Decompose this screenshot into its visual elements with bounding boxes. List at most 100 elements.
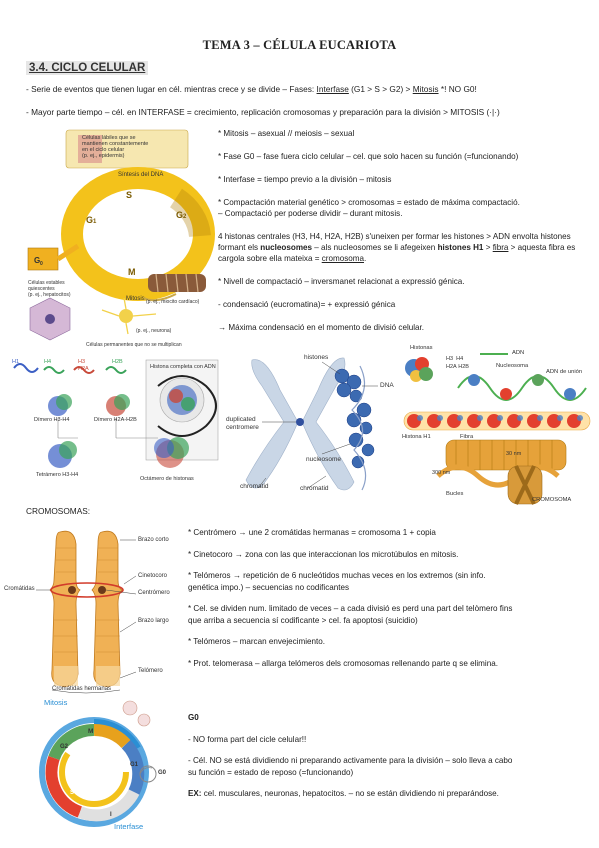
g0-example: EX: cel. musculares, neuronas, hepatocit… <box>188 789 499 798</box>
note-compactacion: * Compactación material genético > cromo… <box>218 198 520 207</box>
intro-text-post: *! NO G0! <box>438 84 477 94</box>
svg-text:(p. ej., hepatocitos): (p. ej., hepatocitos) <box>28 292 71 298</box>
label-fibra: Fibra <box>460 434 474 440</box>
intro-line-2: - Mayor parte tiempo – cél. en INTERFASE… <box>26 107 500 117</box>
svg-text:Mitosis: Mitosis <box>126 296 145 302</box>
note-nivel: * Nivell de compactació – inversmanet re… <box>218 277 465 286</box>
svg-text:(p. ej., neurona): (p. ej., neurona) <box>136 328 172 334</box>
label-chromatid-1: chromatid <box>240 483 269 490</box>
label-telomero: Telómero <box>138 668 163 674</box>
note-telomeros-1: * Telómeros → repetición de 6 nucleótido… <box>188 571 486 580</box>
label-g0-interfase: Interfase <box>114 822 144 831</box>
label-h2a: H2A <box>78 366 89 372</box>
label-g0-s: S <box>70 790 75 796</box>
svg-text:Células permanentes que no se: Células permanentes que no se multiplica… <box>86 342 182 348</box>
note-division-1: * Cel. se dividen num. limitado de veces… <box>188 604 513 613</box>
label-h4: H4 <box>44 359 52 365</box>
label-g0-g1: G1 <box>130 762 139 768</box>
intro-line-1: - Serie de eventos que tienen lugar en c… <box>26 84 477 94</box>
label-dimero-h3h4: Dímero H3-H4 <box>34 417 70 423</box>
label-h3-h4: H3 H4 <box>446 356 464 362</box>
label-brazo-corto: Brazo corto <box>138 537 169 543</box>
svg-text:G2: G2 <box>176 210 187 220</box>
svg-text:(p. ej., miocito cardíaco): (p. ej., miocito cardíaco) <box>146 299 200 305</box>
mitosis-term: Mitosis <box>412 84 439 94</box>
cromosomas-heading: CROMOSOMAS: <box>26 506 91 516</box>
label-histona-completa: Histona completa con ADN <box>150 364 216 370</box>
g0-heading: G0 <box>188 713 199 722</box>
g0-section: G0 - NO forma part del cicle celular!! -… <box>188 712 594 806</box>
note-interfase: * Interfase = tiempo previo a la divisió… <box>218 175 392 184</box>
label-h1: H1 <box>12 359 20 365</box>
label-g0-g2: G2 <box>60 744 69 750</box>
label-chromatid-2: chromatid <box>300 485 329 492</box>
note-division-2: que arriba a secuencia sí codificante > … <box>188 615 418 625</box>
svg-text:G: G <box>34 256 40 265</box>
note-g0: * Fase G0 – fase fuera ciclo celular – c… <box>218 152 519 161</box>
label-300nm: 300 nm <box>432 470 451 476</box>
svg-text:quiescentes: quiescentes <box>28 286 55 292</box>
note-envejecimiento: * Telómeros – marcan envejecimiento. <box>188 637 326 646</box>
page-title: TEMA 3 – CÉLULA EUCARIOTA <box>202 38 397 52</box>
note-telomeros-2: genética impo.) – secuencias no codifica… <box>188 582 350 592</box>
note-compactacion-2: – Compactació per poderse dividir – dura… <box>218 209 403 218</box>
label-h2b: H2B <box>112 359 123 365</box>
label-dimero-h2a-h2b: Dímero H2A-H2B <box>94 417 137 423</box>
svg-text:Células estables: Células estables <box>28 280 65 286</box>
label-duplicated: duplicated <box>226 416 256 423</box>
label-g0-i: I <box>110 812 112 818</box>
nucleosome-figure <box>403 353 591 505</box>
note-mitosis: * Mitosis – asexual // meiosis – sexual <box>218 129 355 138</box>
note-telomerasa: * Prot. telomerasa – allarga telómeros d… <box>188 658 498 668</box>
label-cinetocoro: Cinetocoro <box>138 573 168 579</box>
intro-text: - Serie de eventos que tienen lugar en c… <box>26 84 317 94</box>
label-cromatidas-hermanas: Cromátidas hermanas <box>52 686 112 692</box>
label-brazo-largo: Brazo largo <box>138 618 169 624</box>
g0-line-3: su función = estado de reposo (=funciona… <box>188 767 354 777</box>
svg-text:0: 0 <box>40 261 43 267</box>
note-centromero: * Centrómero → une 2 cromátidas hermanas… <box>188 528 436 537</box>
g0-line-2: - Cél. NO se está dividiendo ni preparan… <box>188 756 513 765</box>
label-bucles: Bucles <box>446 491 464 497</box>
note-maxima: → Máxima condensació en el momento de di… <box>218 323 425 332</box>
interfase-term: Interfase <box>316 84 349 94</box>
section-heading: 3.4. CICLO CELULAR <box>26 61 149 75</box>
cell-cycle-figure: Síntesis del DNA S G2 G1 M Mitosis G 0 C… <box>27 129 215 348</box>
svg-text:Síntesis del DNA: Síntesis del DNA <box>118 172 163 178</box>
label-octamero: Octámero de histonas <box>140 476 194 482</box>
note-cinetocoro: * Cinetocoro → zona con las que interacc… <box>188 549 459 559</box>
label-h3: H3 <box>78 359 86 365</box>
label-histones: histones <box>304 354 329 361</box>
label-g0-m: M <box>88 728 94 735</box>
g0-line-1: - NO forma part del cicle celular!! <box>188 734 307 744</box>
svg-text:S: S <box>126 190 132 200</box>
note-histones: 4 histonas centrales (H3, H4, H2A, H2B) … <box>218 232 576 263</box>
chromosome-notes: * Centrómero → une 2 cromátidas hermanas… <box>188 527 594 675</box>
label-h2a-h2b: H2A H2B <box>446 364 469 370</box>
intro-text-mid: (G1 > S > G2) > <box>348 84 413 94</box>
label-adn: ADN <box>512 350 525 356</box>
label-histonas: Histonas <box>410 345 433 351</box>
histone-assembly-figure <box>8 356 220 488</box>
svg-text:G1: G1 <box>86 215 97 225</box>
label-centromere: centromere <box>226 424 259 431</box>
g0-cycle-figure <box>39 700 157 827</box>
label-30nm: 30 nm <box>506 451 522 457</box>
note-condensacio: - condensació (eucromatina)= + expressió… <box>218 300 396 309</box>
chromosome-figure <box>36 530 137 694</box>
label-cromatidas: Cromátidas <box>4 586 35 592</box>
label-dna: DNA <box>380 382 394 389</box>
label-cromosoma: CROMOSOMA <box>532 497 572 503</box>
label-adn-union: ADN de unión <box>546 369 583 375</box>
label-centromero: Centrómero <box>138 590 170 596</box>
label-nucleosoma: Nucleosoma <box>496 363 529 369</box>
chromatid-figure <box>245 357 378 491</box>
cycle-notes: * Mitosis – asexual // meiosis – sexual … <box>218 128 594 339</box>
label-histona-h1: Histona H1 <box>402 434 431 440</box>
label-tetramero: Tetrámero H3-H4 <box>36 472 79 478</box>
label-g0-g0: G0 <box>158 770 167 776</box>
label-g0-mitosis: Mitosis <box>44 698 68 707</box>
label-nucleosome: nucleosome <box>306 456 342 463</box>
